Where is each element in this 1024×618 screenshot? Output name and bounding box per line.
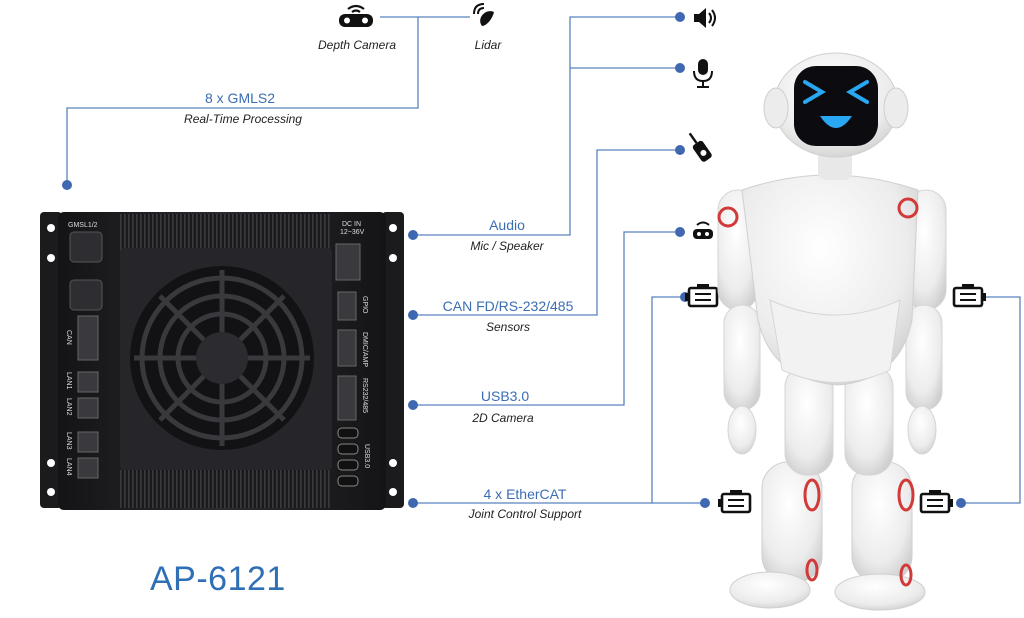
lidar-icon <box>473 3 494 26</box>
can-sublabel: Sensors <box>485 320 531 334</box>
servo-motor-icon <box>716 488 752 514</box>
servo-motor-icon <box>952 282 988 308</box>
microphone-icon <box>693 59 713 88</box>
camera-icon <box>693 221 713 239</box>
ap-6121-device <box>40 212 404 510</box>
lidar-label: Lidar <box>474 38 502 52</box>
servo-motor-icon <box>919 488 955 514</box>
depth-camera-icon <box>339 4 373 27</box>
speaker-icon <box>694 8 716 28</box>
port-dmic-label: DMIC/AMP <box>361 332 368 367</box>
gmsl-sublabel: Real-Time Processing <box>184 112 302 126</box>
port-usb-label: USB3.0 <box>363 444 370 469</box>
connector-dots <box>62 12 966 508</box>
audio-sublabel: Mic / Speaker <box>470 239 544 253</box>
port-gpio-label: GPIO <box>361 296 368 314</box>
port-rs-label: RS232/485 <box>361 378 368 414</box>
ethercat-label: 4 x EtherCAT <box>483 486 567 502</box>
port-lan2-label: LAN2 <box>65 398 72 416</box>
port-can-label: CAN <box>65 330 72 345</box>
audio-label: Audio <box>489 217 525 233</box>
product-model-title: AP-6121 <box>150 560 286 598</box>
gmsl-label: 8 x GMLS2 <box>204 90 276 106</box>
port-dcin-label: DC IN <box>342 221 362 228</box>
usb-label: USB3.0 <box>480 388 530 404</box>
port-lan3-label: LAN3 <box>65 432 72 450</box>
usb-sublabel: 2D Camera <box>472 411 534 425</box>
depth-camera-label: Depth Camera <box>317 38 397 52</box>
sensor-probe-icon <box>688 132 712 162</box>
ethercat-sublabel: Joint Control Support <box>468 507 582 521</box>
robot-illustration <box>717 52 947 611</box>
servo-motor-icon <box>683 282 719 308</box>
port-lan1-label: LAN1 <box>65 372 72 390</box>
port-gmsl-label: GMSL1/2 <box>68 222 98 229</box>
connector-lines <box>66 16 1021 504</box>
port-dcv-label: 12~36V <box>340 229 365 236</box>
can-label: CAN FD/RS-232/485 <box>442 298 574 314</box>
port-lan4-label: LAN4 <box>65 458 72 476</box>
